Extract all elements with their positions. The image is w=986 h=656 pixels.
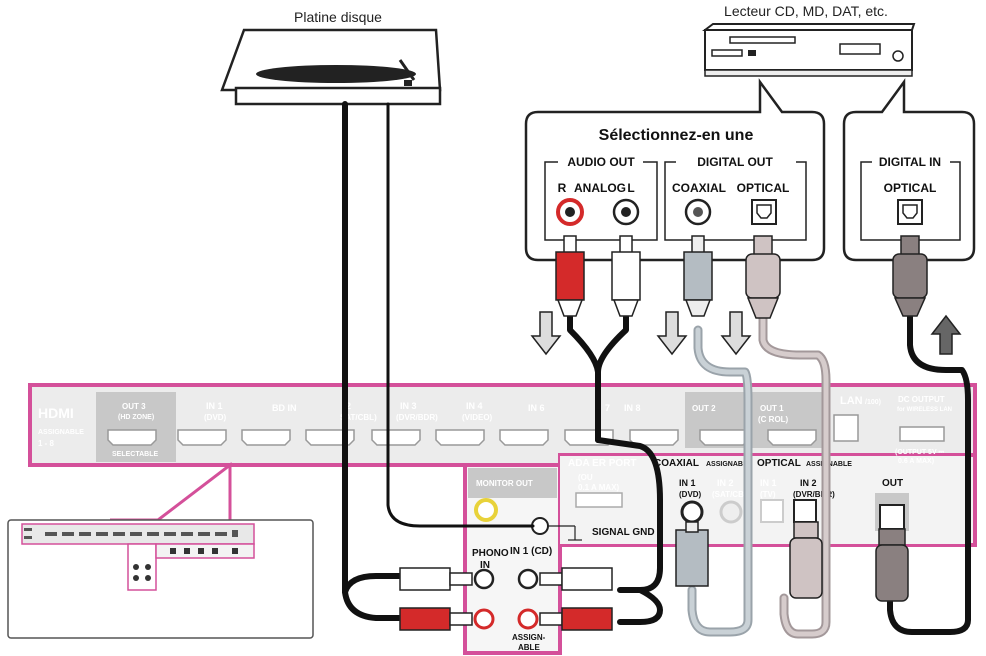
in3-label: IN 3 xyxy=(400,401,417,411)
in6-label: IN 6 xyxy=(528,403,545,413)
hd-zone-label: (HD ZONE) xyxy=(118,414,154,421)
digital-in-label: DIGITAL IN xyxy=(879,155,941,169)
coaxial-out-label: COAXIAL xyxy=(672,181,726,195)
output-spec2-label: 0.6 A MAX) xyxy=(898,458,934,465)
bd-in-label: BD IN xyxy=(272,403,297,413)
adapter-port-label: ADA ER PORT xyxy=(568,458,637,469)
in7-label: 7 xyxy=(605,403,610,413)
turntable-cable-red xyxy=(345,104,400,618)
assignable-label: ASSIGNABLE xyxy=(38,429,84,436)
coaxial-plug-receiver xyxy=(676,502,708,586)
in1-cd-label: IN 1 (CD) xyxy=(510,546,552,557)
assignable-1-label: ASSIGN- xyxy=(512,633,546,642)
optical-in1-port xyxy=(761,500,783,522)
out2-label: OUT 2 xyxy=(692,404,716,413)
analog-r-label: R xyxy=(558,181,567,195)
audio-out-label: AUDIO OUT xyxy=(567,155,635,169)
optical-plug-receiver-out xyxy=(876,505,908,601)
hdmi-out1-port xyxy=(768,430,816,445)
output-spec1-label: (OUTPUT 5V ⎓ xyxy=(895,449,945,456)
optical-label: OPTICAL xyxy=(757,458,801,469)
out1-label: OUT 1 xyxy=(760,404,784,413)
monitor-out-label: MONITOR OUT xyxy=(476,479,533,488)
dvr-bdr-label: (DVR/BDR) xyxy=(396,413,438,422)
lan-port xyxy=(834,415,858,441)
phono-plug-red xyxy=(400,608,493,630)
digital-in-box: DIGITAL IN OPTICAL xyxy=(844,82,974,260)
monitor-out-jack xyxy=(476,500,496,520)
opt-in1-sub-label: (TV) xyxy=(760,490,776,499)
arrow-down-analog-icon xyxy=(532,312,560,354)
hdmi-in1-port xyxy=(178,430,226,445)
video-label: (VIDEO) xyxy=(462,413,493,422)
opt-in2-label: IN 2 xyxy=(800,478,817,488)
control-label: (C ROL) xyxy=(758,415,789,424)
coax-in1-label: IN 1 xyxy=(679,478,696,488)
lan-label: LAN xyxy=(840,395,863,407)
cd-plug-white xyxy=(519,568,612,590)
in8-label: IN 8 xyxy=(624,403,641,413)
coax-in2-label: IN 2 xyxy=(717,478,734,488)
signal-gnd-label: SIGNAL GND xyxy=(592,527,655,538)
adapter-spec1-label: (OU xyxy=(578,473,593,482)
cd-player-label: Lecteur CD, MD, DAT, etc. xyxy=(724,3,888,19)
hdmi-label: HDMI xyxy=(38,405,74,421)
turntable-base xyxy=(236,88,440,104)
direction-arrows xyxy=(532,312,960,354)
assignable-2-label: ABLE xyxy=(518,643,540,652)
lan-spec-label: /100) xyxy=(865,399,881,406)
optical-in-port xyxy=(898,200,922,224)
hdmi-in4-port xyxy=(436,430,484,445)
cd-plug-red xyxy=(519,608,612,630)
source-box-title: Sélectionnez-en une xyxy=(599,127,754,144)
phono-plug-white xyxy=(400,568,493,590)
analog-label: ANALOG xyxy=(574,181,626,195)
phono-label: PHONO xyxy=(472,548,509,559)
hdmi-bd-port xyxy=(242,430,290,445)
coaxial-label: COAXIAL xyxy=(654,458,699,469)
arrow-down-optical-icon xyxy=(722,312,750,354)
hdmi-out2-port xyxy=(700,430,748,445)
dvd-label: (DVD) xyxy=(204,413,227,422)
wireless-lan-label: for WIRELESS LAN xyxy=(897,407,952,413)
adapter-spec2-label: 0.1 A MAX) xyxy=(578,483,620,492)
optical-out-port xyxy=(752,200,776,224)
hdmi-ports xyxy=(108,430,816,445)
out-label: OUT xyxy=(882,478,903,489)
hdmi-in6-port xyxy=(500,430,548,445)
coax-in2-sub-label: (SAT/CBL xyxy=(712,490,749,499)
receiver-overview xyxy=(8,465,313,638)
adapter-port xyxy=(576,493,622,507)
arrow-down-coaxial-icon xyxy=(658,312,686,354)
opt-in1-label: IN 1 xyxy=(760,478,777,488)
arrow-up-optical-icon xyxy=(932,316,960,354)
optical-out-label: OPTICAL xyxy=(737,181,790,195)
dc-output-label: DC OUTPUT xyxy=(898,395,945,404)
turntable-platter xyxy=(256,65,416,83)
in1-label: IN 1 xyxy=(206,401,223,411)
out3-label: OUT 3 xyxy=(122,402,146,411)
source-connector-box: Sélectionnez-en une AUDIO OUT R ANALOG L… xyxy=(526,82,824,260)
cd-player xyxy=(705,24,914,76)
in4-label: IN 4 xyxy=(466,401,483,411)
coax-in2-jack xyxy=(721,502,741,522)
hdmi-in3-port xyxy=(372,430,420,445)
turntable xyxy=(222,30,440,104)
selectable-label: SELECTABLE xyxy=(112,451,158,458)
analog-l-label: L xyxy=(627,181,634,195)
turntable-label: Platine disque xyxy=(294,9,382,25)
range-label: 1 - 8 xyxy=(38,439,55,448)
digital-in-optical-label: OPTICAL xyxy=(884,181,937,195)
coax-in1-sub-label: (DVD) xyxy=(679,490,702,499)
hdmi-out3-port xyxy=(108,430,156,445)
dc-output-port xyxy=(900,427,944,441)
digital-out-label: DIGITAL OUT xyxy=(697,155,773,169)
